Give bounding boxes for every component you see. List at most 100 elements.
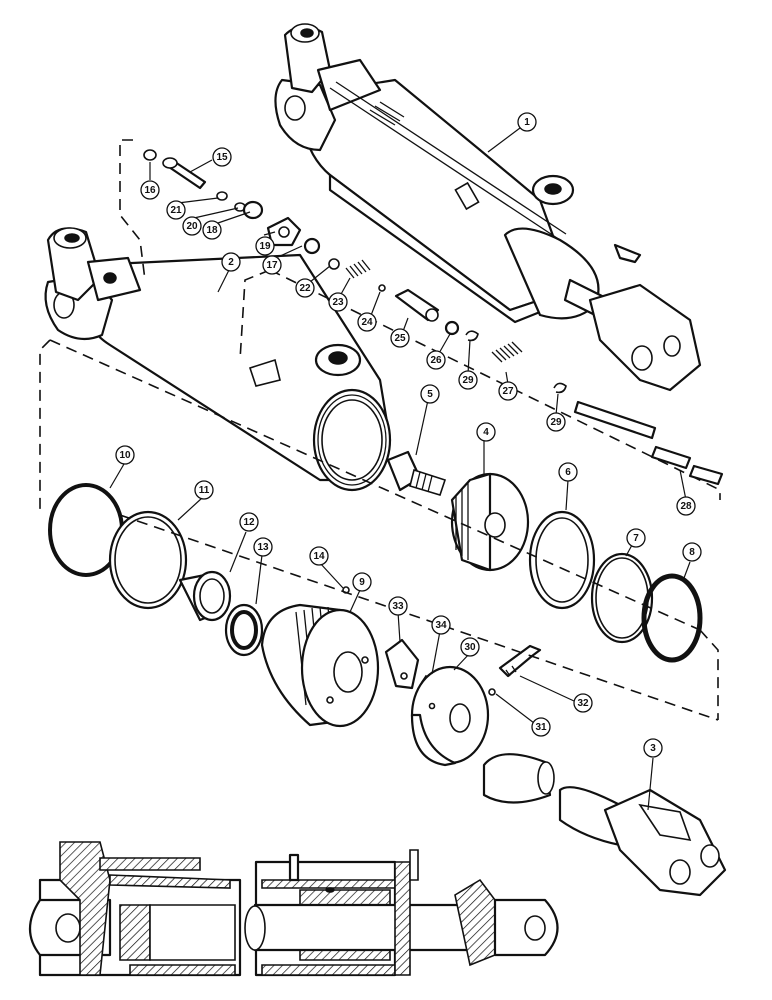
cylinder-tube-2 xyxy=(44,227,392,492)
callout-15: 15 xyxy=(212,147,232,167)
callout-7: 7 xyxy=(626,528,646,548)
callout-number: 11 xyxy=(199,485,210,496)
callout-circle xyxy=(221,252,241,272)
callout-circle xyxy=(388,596,408,616)
callout-4: 4 xyxy=(476,422,496,442)
callout-circle xyxy=(328,292,348,312)
callout-circle xyxy=(431,615,451,635)
callout-number: 5 xyxy=(427,389,433,400)
callout-circle xyxy=(676,496,696,516)
callout-number: 9 xyxy=(359,577,365,588)
callout-22: 22 xyxy=(295,278,315,298)
callout-number: 14 xyxy=(313,551,325,562)
callout-number: 29 xyxy=(550,417,562,428)
callout-circle xyxy=(357,312,377,332)
callout-circle xyxy=(255,236,275,256)
assembled-cylinder-1 xyxy=(274,23,702,392)
callout-number: 32 xyxy=(577,698,589,709)
callout-14: 14 xyxy=(309,546,329,566)
callout-number: 2 xyxy=(228,257,234,268)
callout-19: 19 xyxy=(255,236,275,256)
callout-31: 31 xyxy=(531,717,551,737)
callout-number: 16 xyxy=(144,185,156,196)
callout-circle xyxy=(166,200,186,220)
callout-circle xyxy=(352,572,372,592)
callout-number: 10 xyxy=(119,450,131,461)
callout-circle xyxy=(573,693,593,713)
callout-33: 33 xyxy=(388,596,408,616)
callout-3: 3 xyxy=(643,738,663,758)
callout-17: 17 xyxy=(262,255,282,275)
callout-circle xyxy=(626,528,646,548)
callout-number: 19 xyxy=(259,241,271,252)
callout-6: 6 xyxy=(558,462,578,482)
callout-25: 25 xyxy=(390,328,410,348)
callout-11: 11 xyxy=(194,480,214,500)
callout-27: 27 xyxy=(498,381,518,401)
callout-circle xyxy=(115,445,135,465)
callout-circle xyxy=(498,381,518,401)
piston-parts-group xyxy=(386,450,703,663)
callout-circle xyxy=(531,717,551,737)
callout-circle xyxy=(212,147,232,167)
callout-circle xyxy=(309,546,329,566)
callout-number: 23 xyxy=(332,297,344,308)
callout-circle xyxy=(202,220,222,240)
callout-circle xyxy=(558,462,578,482)
callout-circle xyxy=(517,112,537,132)
callout-circle xyxy=(390,328,410,348)
callout-number: 4 xyxy=(483,427,489,438)
callout-number: 34 xyxy=(435,620,447,631)
callout-number: 6 xyxy=(565,467,571,478)
callout-circle xyxy=(194,480,214,500)
callout-29a: 29 xyxy=(458,370,478,390)
small-parts-group xyxy=(143,149,724,486)
callout-number: 21 xyxy=(170,205,182,216)
callout-24: 24 xyxy=(357,312,377,332)
callout-circle xyxy=(460,637,480,657)
callout-number: 31 xyxy=(535,722,547,733)
callout-number: 7 xyxy=(633,533,639,544)
callout-23: 23 xyxy=(328,292,348,312)
callout-5: 5 xyxy=(420,384,440,404)
callout-circle xyxy=(182,216,202,236)
callout-number: 13 xyxy=(257,542,269,553)
callout-13: 13 xyxy=(253,537,273,557)
callout-2: 2 xyxy=(221,252,241,272)
callout-number: 28 xyxy=(680,501,692,512)
callout-28: 28 xyxy=(676,496,696,516)
callout-number: 18 xyxy=(206,225,218,236)
callout-circle xyxy=(239,512,259,532)
callout-number: 27 xyxy=(502,386,514,397)
callout-number: 29 xyxy=(462,375,474,386)
callout-number: 17 xyxy=(266,260,278,271)
callout-labels: 1234567891011121314151617181920212223242… xyxy=(115,112,702,758)
callout-number: 15 xyxy=(216,152,228,163)
callout-number: 30 xyxy=(464,642,476,653)
callout-1: 1 xyxy=(517,112,537,132)
callout-number: 8 xyxy=(689,547,695,558)
callout-number: 25 xyxy=(394,333,406,344)
callout-circle xyxy=(643,738,663,758)
callout-circle xyxy=(262,255,282,275)
callout-circle xyxy=(140,180,160,200)
callout-10: 10 xyxy=(115,445,135,465)
callout-26: 26 xyxy=(426,350,446,370)
cross-section-view xyxy=(28,841,559,977)
callout-circle xyxy=(426,350,446,370)
callout-number: 3 xyxy=(650,743,656,754)
callout-number: 33 xyxy=(392,601,404,612)
callout-number: 24 xyxy=(361,317,373,328)
callout-30: 30 xyxy=(460,637,480,657)
callout-number: 1 xyxy=(524,117,530,128)
callout-29b: 29 xyxy=(546,412,566,432)
callout-9: 9 xyxy=(352,572,372,592)
callout-32: 32 xyxy=(573,693,593,713)
callout-circle xyxy=(420,384,440,404)
callout-18: 18 xyxy=(202,220,222,240)
callout-circle xyxy=(458,370,478,390)
callout-circle xyxy=(295,278,315,298)
callout-number: 26 xyxy=(430,355,442,366)
callout-circle xyxy=(546,412,566,432)
